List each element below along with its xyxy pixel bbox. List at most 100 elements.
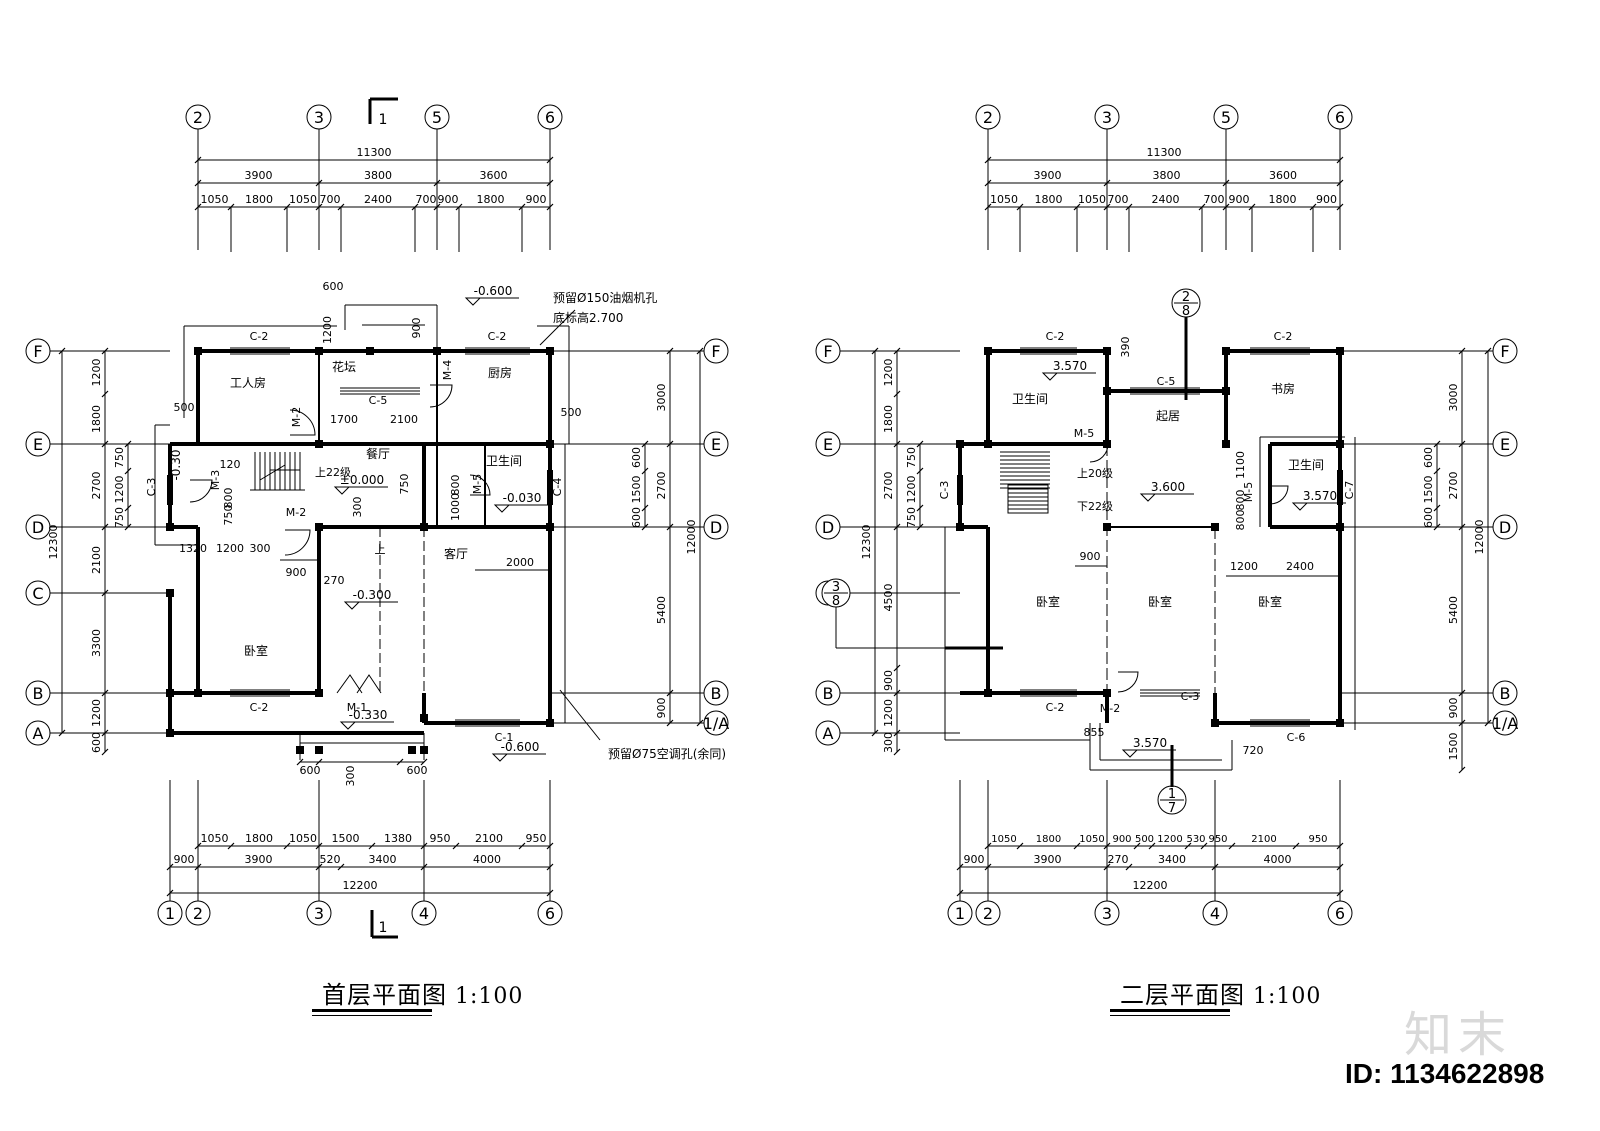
dim-tick — [1484, 347, 1492, 355]
room-label: 花坛 — [332, 359, 356, 374]
level-text: -0.300 — [353, 588, 392, 602]
dim-tick — [283, 842, 291, 850]
dim-tick — [227, 842, 235, 850]
section-number: 1 — [379, 920, 388, 936]
dim-tick — [101, 440, 109, 448]
level-marker — [1121, 749, 1139, 758]
dim-text: 500 — [174, 401, 195, 414]
dim-tick — [1458, 689, 1466, 697]
dim-tick — [315, 179, 323, 187]
dim-text: 2100 — [90, 546, 103, 574]
door-window-tag: M-4 — [441, 360, 454, 380]
dim-text: 520 — [320, 853, 341, 866]
dim-tick — [956, 863, 964, 871]
dim-tick — [518, 842, 526, 850]
dim-text: 500 — [561, 406, 582, 419]
dim-tick — [337, 863, 345, 871]
door-window-tag: M-1 — [347, 701, 367, 714]
dim-tick — [696, 719, 704, 727]
dim-tick — [1228, 842, 1236, 850]
dim-tick — [1292, 842, 1300, 850]
level-marker — [1291, 502, 1309, 511]
dim-tick — [1336, 842, 1344, 850]
dim-text: 750 — [398, 474, 411, 495]
dim-text: 1000 — [449, 493, 462, 521]
level-text: ±0.000 — [340, 473, 384, 487]
dim-text: 1050 — [1078, 193, 1106, 206]
dim-text: 1200 — [321, 316, 334, 344]
dim-tick — [984, 863, 992, 871]
dim-text: 700 — [1204, 193, 1225, 206]
dim-tick — [1073, 842, 1081, 850]
dim-text: 1200 — [1157, 834, 1182, 845]
dim-tick — [1433, 440, 1441, 448]
axis-label: 1 — [955, 904, 965, 923]
watermark-id: ID: 1134622898 — [1345, 1058, 1545, 1089]
axis-label: 2 — [983, 108, 993, 127]
door-swing — [1117, 671, 1139, 693]
dim-text: 855 — [1084, 726, 1105, 739]
axis-label: A — [823, 724, 834, 743]
dim-tick — [641, 467, 649, 475]
door-window-tag: M-5 — [471, 474, 484, 494]
dim-text: 1800 — [245, 832, 273, 845]
dim-text: 3000 — [655, 384, 668, 412]
door-swing — [429, 384, 453, 408]
column — [315, 347, 323, 355]
dim-tick — [420, 758, 428, 766]
dim-text: 950 — [526, 832, 547, 845]
detail-sheet: 8 — [832, 594, 840, 609]
axis-label: 6 — [1335, 904, 1345, 923]
dim-tick — [124, 504, 132, 512]
level-text: -0.30 — [169, 449, 183, 480]
dim-text: 2100 — [475, 832, 503, 845]
door-window-tag: C-2 — [250, 330, 269, 343]
dim-text: 900 — [655, 698, 668, 719]
column — [1211, 523, 1219, 531]
dim-text: 5400 — [655, 596, 668, 624]
dim-text: 500 — [1135, 834, 1154, 845]
door-window-tag: C-2 — [1046, 330, 1065, 343]
dim-tick — [984, 179, 992, 187]
dim-tick — [871, 729, 879, 737]
column — [1103, 523, 1111, 531]
dim-tick — [641, 440, 649, 448]
column — [315, 523, 323, 531]
dim-text: 1500 — [1422, 476, 1435, 504]
dim-text: 4000 — [1264, 853, 1292, 866]
dim-tick — [1103, 863, 1111, 871]
dim-text: 3900 — [245, 853, 273, 866]
dim-text: 2100 — [1251, 834, 1276, 845]
plan-title-text: 首层平面图 — [322, 981, 447, 1009]
column — [420, 714, 428, 722]
column — [1103, 387, 1111, 395]
column — [315, 440, 323, 448]
axis-label: D — [32, 518, 44, 537]
dim-text: 2100 — [390, 413, 418, 426]
dim-text: 12000 — [1473, 520, 1486, 555]
door-window-tag: C-4 — [551, 478, 564, 497]
dim-tick — [1103, 179, 1111, 187]
dim-tick — [546, 203, 554, 211]
dim-text: 700 — [416, 193, 437, 206]
title-underline-thin — [1110, 1015, 1230, 1016]
stair-arrow — [259, 464, 286, 481]
dim-text: 4500 — [882, 584, 895, 612]
axis-label: E — [823, 435, 833, 454]
column — [166, 689, 174, 697]
column — [315, 689, 323, 697]
dim-tick — [101, 589, 109, 597]
axis-label: D — [1499, 518, 1511, 537]
column — [546, 719, 554, 727]
axis-label: 2 — [193, 108, 203, 127]
dim-tick — [315, 842, 323, 850]
column — [166, 589, 174, 597]
dim-text: 2700 — [90, 472, 103, 500]
dim-tick — [893, 664, 901, 672]
column — [984, 689, 992, 697]
room-label: 起居 — [1156, 409, 1180, 423]
dim-tick — [194, 179, 202, 187]
title-underline-thin — [312, 1015, 432, 1016]
column — [956, 523, 964, 531]
